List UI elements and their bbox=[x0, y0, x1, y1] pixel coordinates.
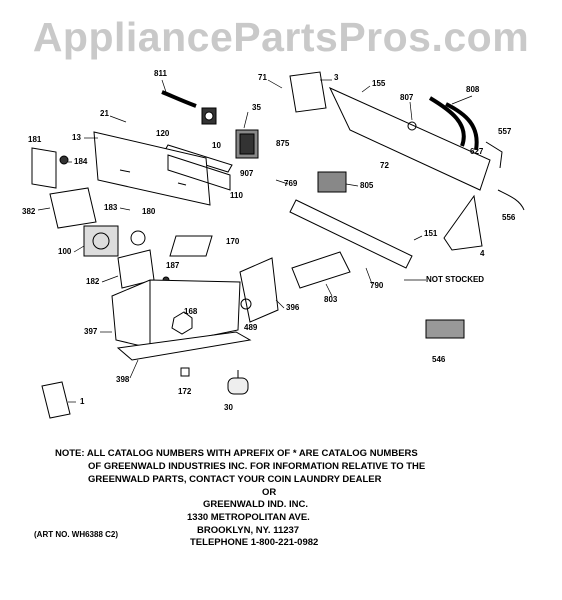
label-155: 155 bbox=[372, 79, 386, 88]
part-807-washer bbox=[407, 121, 417, 131]
part-790-rail bbox=[289, 199, 413, 269]
label-546: 546 bbox=[432, 355, 446, 364]
label-811: 811 bbox=[154, 69, 167, 78]
label-10: 10 bbox=[212, 141, 221, 150]
part-396-cover bbox=[239, 257, 279, 323]
note-line-1: NOTE: ALL CATALOG NUMBERS WITH APREFIX O… bbox=[55, 448, 418, 459]
label-805: 805 bbox=[360, 181, 374, 190]
part-180-knob bbox=[130, 230, 146, 246]
label-170: 170 bbox=[226, 237, 240, 246]
label-30: 30 bbox=[224, 403, 233, 412]
label-184: 184 bbox=[74, 157, 88, 166]
part-172-clip bbox=[180, 367, 190, 377]
label-120: 120 bbox=[156, 129, 170, 138]
label-35: 35 bbox=[252, 103, 261, 112]
label-557: 557 bbox=[498, 127, 512, 136]
part-546-harness bbox=[425, 319, 465, 339]
note-line-3: GREENWALD PARTS, CONTACT YOUR COIN LAUND… bbox=[88, 474, 382, 485]
label-382: 382 bbox=[22, 207, 36, 216]
label-1: 1 bbox=[80, 397, 85, 406]
note-line-2: OF GREENWALD INDUSTRIES INC. FOR INFORMA… bbox=[88, 461, 426, 472]
label-181: 181 bbox=[28, 135, 42, 144]
part-184-knob bbox=[59, 155, 69, 165]
watermark-text: AppliancePartsPros.com bbox=[32, 14, 530, 60]
label-180: 180 bbox=[142, 207, 156, 216]
label-396: 396 bbox=[286, 303, 300, 312]
label-3: 3 bbox=[334, 73, 339, 82]
label-803: 803 bbox=[324, 295, 338, 304]
label-790: 790 bbox=[370, 281, 384, 290]
note-line-5: GREENWALD IND. INC. bbox=[203, 499, 309, 510]
label-71: 71 bbox=[258, 73, 267, 82]
label-182: 182 bbox=[86, 277, 100, 286]
label-168: 168 bbox=[184, 307, 198, 316]
label-627: 627 bbox=[470, 147, 484, 156]
part-382-box bbox=[49, 187, 97, 229]
label-489: 489 bbox=[244, 323, 258, 332]
note-line-4: OR bbox=[262, 487, 277, 498]
part-35-block bbox=[235, 129, 259, 159]
part-811-wire bbox=[161, 90, 197, 108]
label-807: 807 bbox=[400, 93, 414, 102]
part-100-motor bbox=[83, 225, 119, 257]
part-170-pad bbox=[169, 235, 213, 257]
part-803-part bbox=[291, 251, 351, 289]
part-13-panel bbox=[93, 131, 211, 206]
part-557-wire bbox=[485, 141, 503, 169]
note-line-8: TELEPHONE 1-800-221-0982 bbox=[190, 537, 319, 548]
part-805-valve bbox=[317, 171, 347, 193]
part-4-bracket bbox=[443, 194, 483, 251]
label-183: 183 bbox=[104, 203, 118, 212]
label-398: 398 bbox=[116, 375, 130, 384]
note-line-6: 1330 METROPOLITAN AVE. bbox=[187, 512, 310, 523]
label-110: 110 bbox=[230, 191, 243, 200]
art-number: (ART NO. WH6388 C2) bbox=[34, 530, 119, 539]
label-172: 172 bbox=[178, 387, 192, 396]
note-line-7: BROOKLYN, NY. 11237 bbox=[197, 525, 300, 536]
label-151: 151 bbox=[424, 229, 438, 238]
label-21: 21 bbox=[100, 109, 109, 118]
label-808: 808 bbox=[466, 85, 480, 94]
label-769: 769 bbox=[284, 179, 298, 188]
label-875: 875 bbox=[276, 139, 290, 148]
label-556: 556 bbox=[502, 213, 516, 222]
part-10-switch bbox=[201, 107, 217, 125]
part-168-shape bbox=[171, 311, 193, 335]
part-808-hose bbox=[428, 96, 466, 147]
label-100: 100 bbox=[58, 247, 72, 256]
label-397: 397 bbox=[84, 327, 98, 336]
part-30-capacitor bbox=[227, 370, 249, 395]
part-398-tray bbox=[116, 331, 252, 361]
part-1-manual bbox=[41, 381, 71, 419]
part-72-panel bbox=[328, 86, 491, 191]
part-489-bushing bbox=[240, 298, 252, 310]
label-4: 4 bbox=[480, 249, 485, 258]
part-3-bracket bbox=[289, 71, 327, 113]
label-13: 13 bbox=[72, 133, 81, 142]
part-556-wire bbox=[497, 189, 525, 211]
label-907: 907 bbox=[240, 169, 254, 178]
label-not-stocked: NOT STOCKED bbox=[426, 275, 484, 284]
part-110-plate bbox=[167, 154, 231, 191]
part-181-bracket bbox=[31, 147, 57, 189]
label-187: 187 bbox=[166, 261, 180, 270]
label-72: 72 bbox=[380, 161, 389, 170]
